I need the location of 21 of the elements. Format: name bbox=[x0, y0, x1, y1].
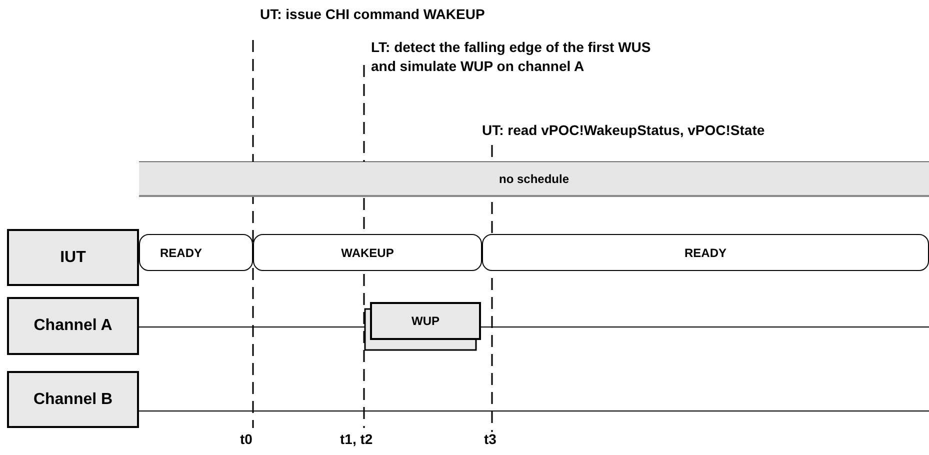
state-box bbox=[139, 234, 253, 271]
node-text: IUT bbox=[60, 248, 86, 266]
time-label: t0 bbox=[240, 431, 252, 447]
schedule-band bbox=[139, 162, 929, 197]
node-text: READY bbox=[160, 246, 202, 260]
node-text: Channel A bbox=[34, 317, 112, 335]
state-box bbox=[482, 234, 929, 271]
row-label-box bbox=[7, 229, 139, 286]
node-text: WAKEUP bbox=[341, 246, 394, 260]
state-box bbox=[253, 234, 482, 271]
node-text: WUP bbox=[412, 314, 440, 328]
row-label-box bbox=[7, 371, 139, 428]
time-label: t3 bbox=[484, 431, 496, 447]
node-text: Channel B bbox=[33, 390, 113, 408]
node-text: READY bbox=[684, 246, 726, 260]
row-label-box bbox=[7, 297, 139, 355]
time-label: t1, t2 bbox=[340, 431, 373, 447]
annotation-text: UT: issue CHI command WAKEUP bbox=[258, 6, 487, 22]
annotation-text: UT: read vPOC!WakeupStatus, vPOC!State bbox=[480, 122, 767, 138]
frame-box bbox=[370, 302, 481, 340]
node-text: no schedule bbox=[498, 172, 569, 186]
